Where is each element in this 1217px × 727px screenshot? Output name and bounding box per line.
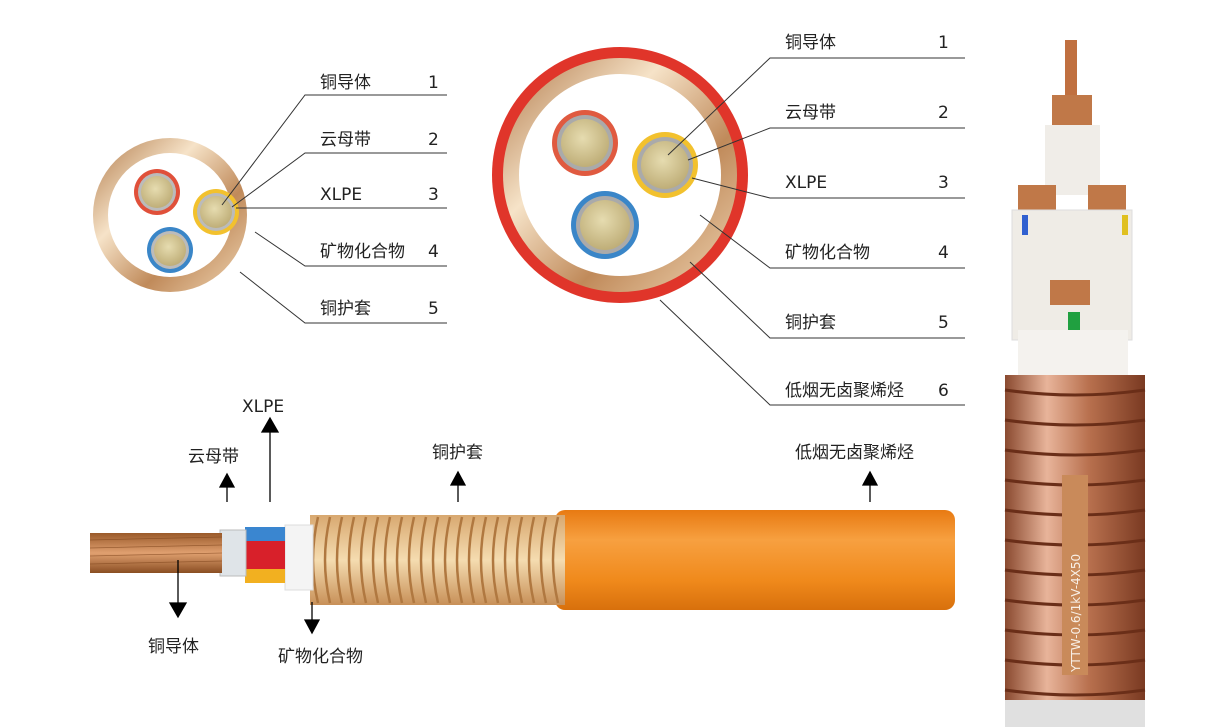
corrugation-rib xyxy=(515,516,524,604)
large-cross-section: 铜导体 1 云母带 2 XLPE 3 矿物化合物 4 铜护套 5 低烟无卤聚烯烃… xyxy=(492,33,965,406)
large-num-5: 5 xyxy=(938,313,949,333)
large-label-sheath: 铜护套 xyxy=(785,313,836,333)
conductor-tip xyxy=(1065,40,1077,100)
core-yellow xyxy=(245,569,285,583)
small-label-mica: 云母带 xyxy=(320,130,371,150)
large-label-mica: 云母带 xyxy=(785,103,836,123)
large-num-1: 1 xyxy=(938,33,949,53)
corrugation-rib xyxy=(527,516,536,604)
small-num-5: 5 xyxy=(428,299,439,319)
mineral-layer xyxy=(284,524,314,591)
small-label-mineral: 矿物化合物 xyxy=(320,242,405,262)
small-num-4: 4 xyxy=(428,242,439,262)
corrugation-rib xyxy=(407,516,416,604)
corrugation-rib xyxy=(479,516,488,604)
corrugation-rib xyxy=(395,516,404,604)
label-copper-sheath: 铜护套 xyxy=(432,443,483,463)
corrugation-rib xyxy=(443,516,452,604)
corrugation-rib xyxy=(347,516,356,604)
core-red xyxy=(552,110,618,176)
lszh-jacket xyxy=(555,510,955,610)
large-num-4: 4 xyxy=(938,243,949,263)
small-num-1: 1 xyxy=(428,73,439,93)
core-red xyxy=(134,169,180,215)
large-num-3: 3 xyxy=(938,173,949,193)
corrugation-rib xyxy=(431,516,440,604)
corrugation-rib xyxy=(359,516,368,604)
core-blue xyxy=(147,227,193,273)
small-label-xlpe: XLPE xyxy=(320,185,362,205)
core-blue xyxy=(571,191,639,259)
small-label-conductor: 铜导体 xyxy=(320,73,371,93)
corrugation-rib xyxy=(371,516,380,604)
corrugation-rib xyxy=(539,516,548,604)
small-cross-section: 铜导体 1 云母带 2 XLPE 3 矿物化合物 4 铜护套 5 xyxy=(93,73,447,324)
small-label-sheath: 铜护套 xyxy=(320,299,371,319)
large-num-2: 2 xyxy=(938,103,949,123)
corrugation-rib xyxy=(503,516,512,604)
label-mineral-compound: 矿物化合物 xyxy=(278,647,363,667)
corrugation-rib xyxy=(551,516,560,604)
small-num-3: 3 xyxy=(428,185,439,205)
large-label-conductor: 铜导体 xyxy=(785,33,836,53)
corrugation-rib xyxy=(335,516,344,604)
small-num-2: 2 xyxy=(428,130,439,150)
core-red xyxy=(245,541,285,569)
cable-product-photo: YTTW-0.6/1kV-4X50 xyxy=(1004,40,1146,727)
armor-rib xyxy=(1004,688,1146,697)
armor-rib xyxy=(1004,388,1146,397)
large-label-lszh: 低烟无卤聚烯烃 xyxy=(785,381,904,401)
armor-rib xyxy=(1004,448,1146,457)
label-copper-conductor: 铜导体 xyxy=(148,637,199,657)
corrugation-rib xyxy=(491,516,500,604)
large-label-xlpe: XLPE xyxy=(785,173,827,193)
core-blue xyxy=(245,527,285,541)
cable-marking: YTTW-0.6/1kV-4X50 xyxy=(1069,554,1083,673)
core-yellow xyxy=(632,132,698,198)
copper-strands xyxy=(90,533,222,573)
corrugation-rib xyxy=(323,516,332,604)
armor-rib xyxy=(1004,418,1146,427)
large-num-6: 6 xyxy=(938,381,949,401)
corrugation-rib xyxy=(467,516,476,604)
corrugation-rib xyxy=(455,516,464,604)
label-lszh-jacket: 低烟无卤聚烯烃 xyxy=(795,443,914,463)
corrugation-rib xyxy=(383,516,392,604)
mica-tape xyxy=(219,529,247,577)
corrugation-rib xyxy=(419,516,428,604)
longitudinal-cable: XLPE 云母带 铜护套 低烟无卤聚烯烃 铜导体 矿物化合物 xyxy=(89,397,955,667)
large-label-mineral: 矿物化合物 xyxy=(785,243,870,263)
label-mica-tape: 云母带 xyxy=(188,447,239,467)
label-xlpe: XLPE xyxy=(242,397,284,417)
corrugation-ribs xyxy=(311,516,560,604)
core-yellow xyxy=(193,189,239,235)
